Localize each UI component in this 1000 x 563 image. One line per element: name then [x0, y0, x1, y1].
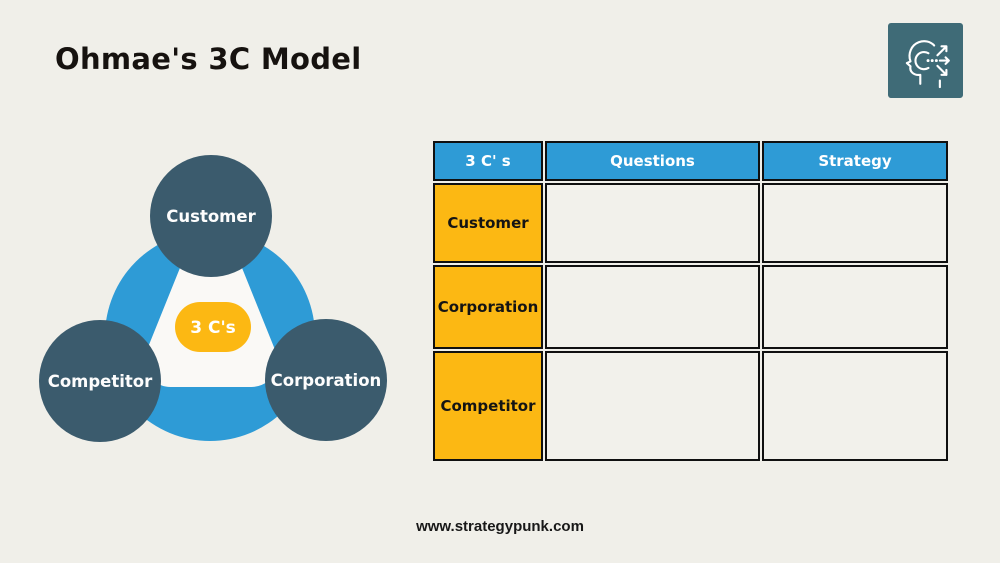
corporation-node-circle [265, 319, 387, 441]
corporation-strategy-cell [762, 265, 948, 349]
competitor-node-circle [39, 320, 161, 442]
competitor-strategy-cell [762, 351, 948, 461]
competitor-questions-cell [545, 351, 760, 461]
table-row-customer: Customer [433, 183, 948, 263]
center-pill [175, 302, 251, 352]
center-pill-label: 3 C's [190, 318, 236, 338]
table-row-corporation: Corporation [433, 265, 948, 349]
page-title: Ohmae's 3C Model [55, 42, 362, 76]
row-label-customer: Customer [433, 183, 543, 263]
footer-website-url: www.strategypunk.com [416, 518, 584, 535]
head-with-arrows-icon [905, 39, 950, 88]
three-c-table: 3 C' s Questions Strategy Customer Corpo… [431, 139, 950, 463]
customer-strategy-cell [762, 183, 948, 263]
customer-node-label: Customer [166, 207, 256, 226]
strategypunk-logo [888, 23, 963, 98]
row-label-competitor: Competitor [433, 351, 543, 461]
competitor-node-label: Competitor [48, 372, 153, 391]
row-label-corporation: Corporation [433, 265, 543, 349]
header-strategy: Strategy [762, 141, 948, 181]
customer-questions-cell [545, 183, 760, 263]
three-c-diagram: 3 C's Customer Competitor Corporation [20, 145, 410, 465]
corporation-questions-cell [545, 265, 760, 349]
header-questions: Questions [545, 141, 760, 181]
table-header-row: 3 C' s Questions Strategy [433, 141, 948, 181]
customer-node-circle [150, 155, 272, 277]
table-row-competitor: Competitor [433, 351, 948, 461]
corporation-node-label: Corporation [271, 371, 382, 390]
header-3cs: 3 C' s [433, 141, 543, 181]
